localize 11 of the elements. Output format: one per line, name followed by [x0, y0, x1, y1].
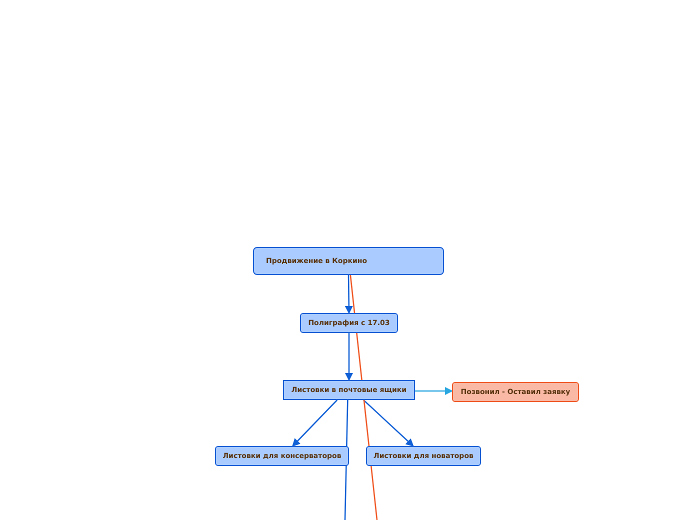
connector — [363, 400, 414, 447]
connector — [292, 400, 338, 447]
callout-box — [452, 382, 579, 402]
topic-box — [283, 380, 415, 400]
topic-box — [253, 247, 444, 275]
topic-box — [215, 446, 349, 466]
connector — [415, 387, 453, 395]
connector — [344, 275, 353, 314]
topic-box — [300, 313, 398, 333]
connector — [345, 333, 353, 381]
topic-box — [366, 446, 481, 466]
